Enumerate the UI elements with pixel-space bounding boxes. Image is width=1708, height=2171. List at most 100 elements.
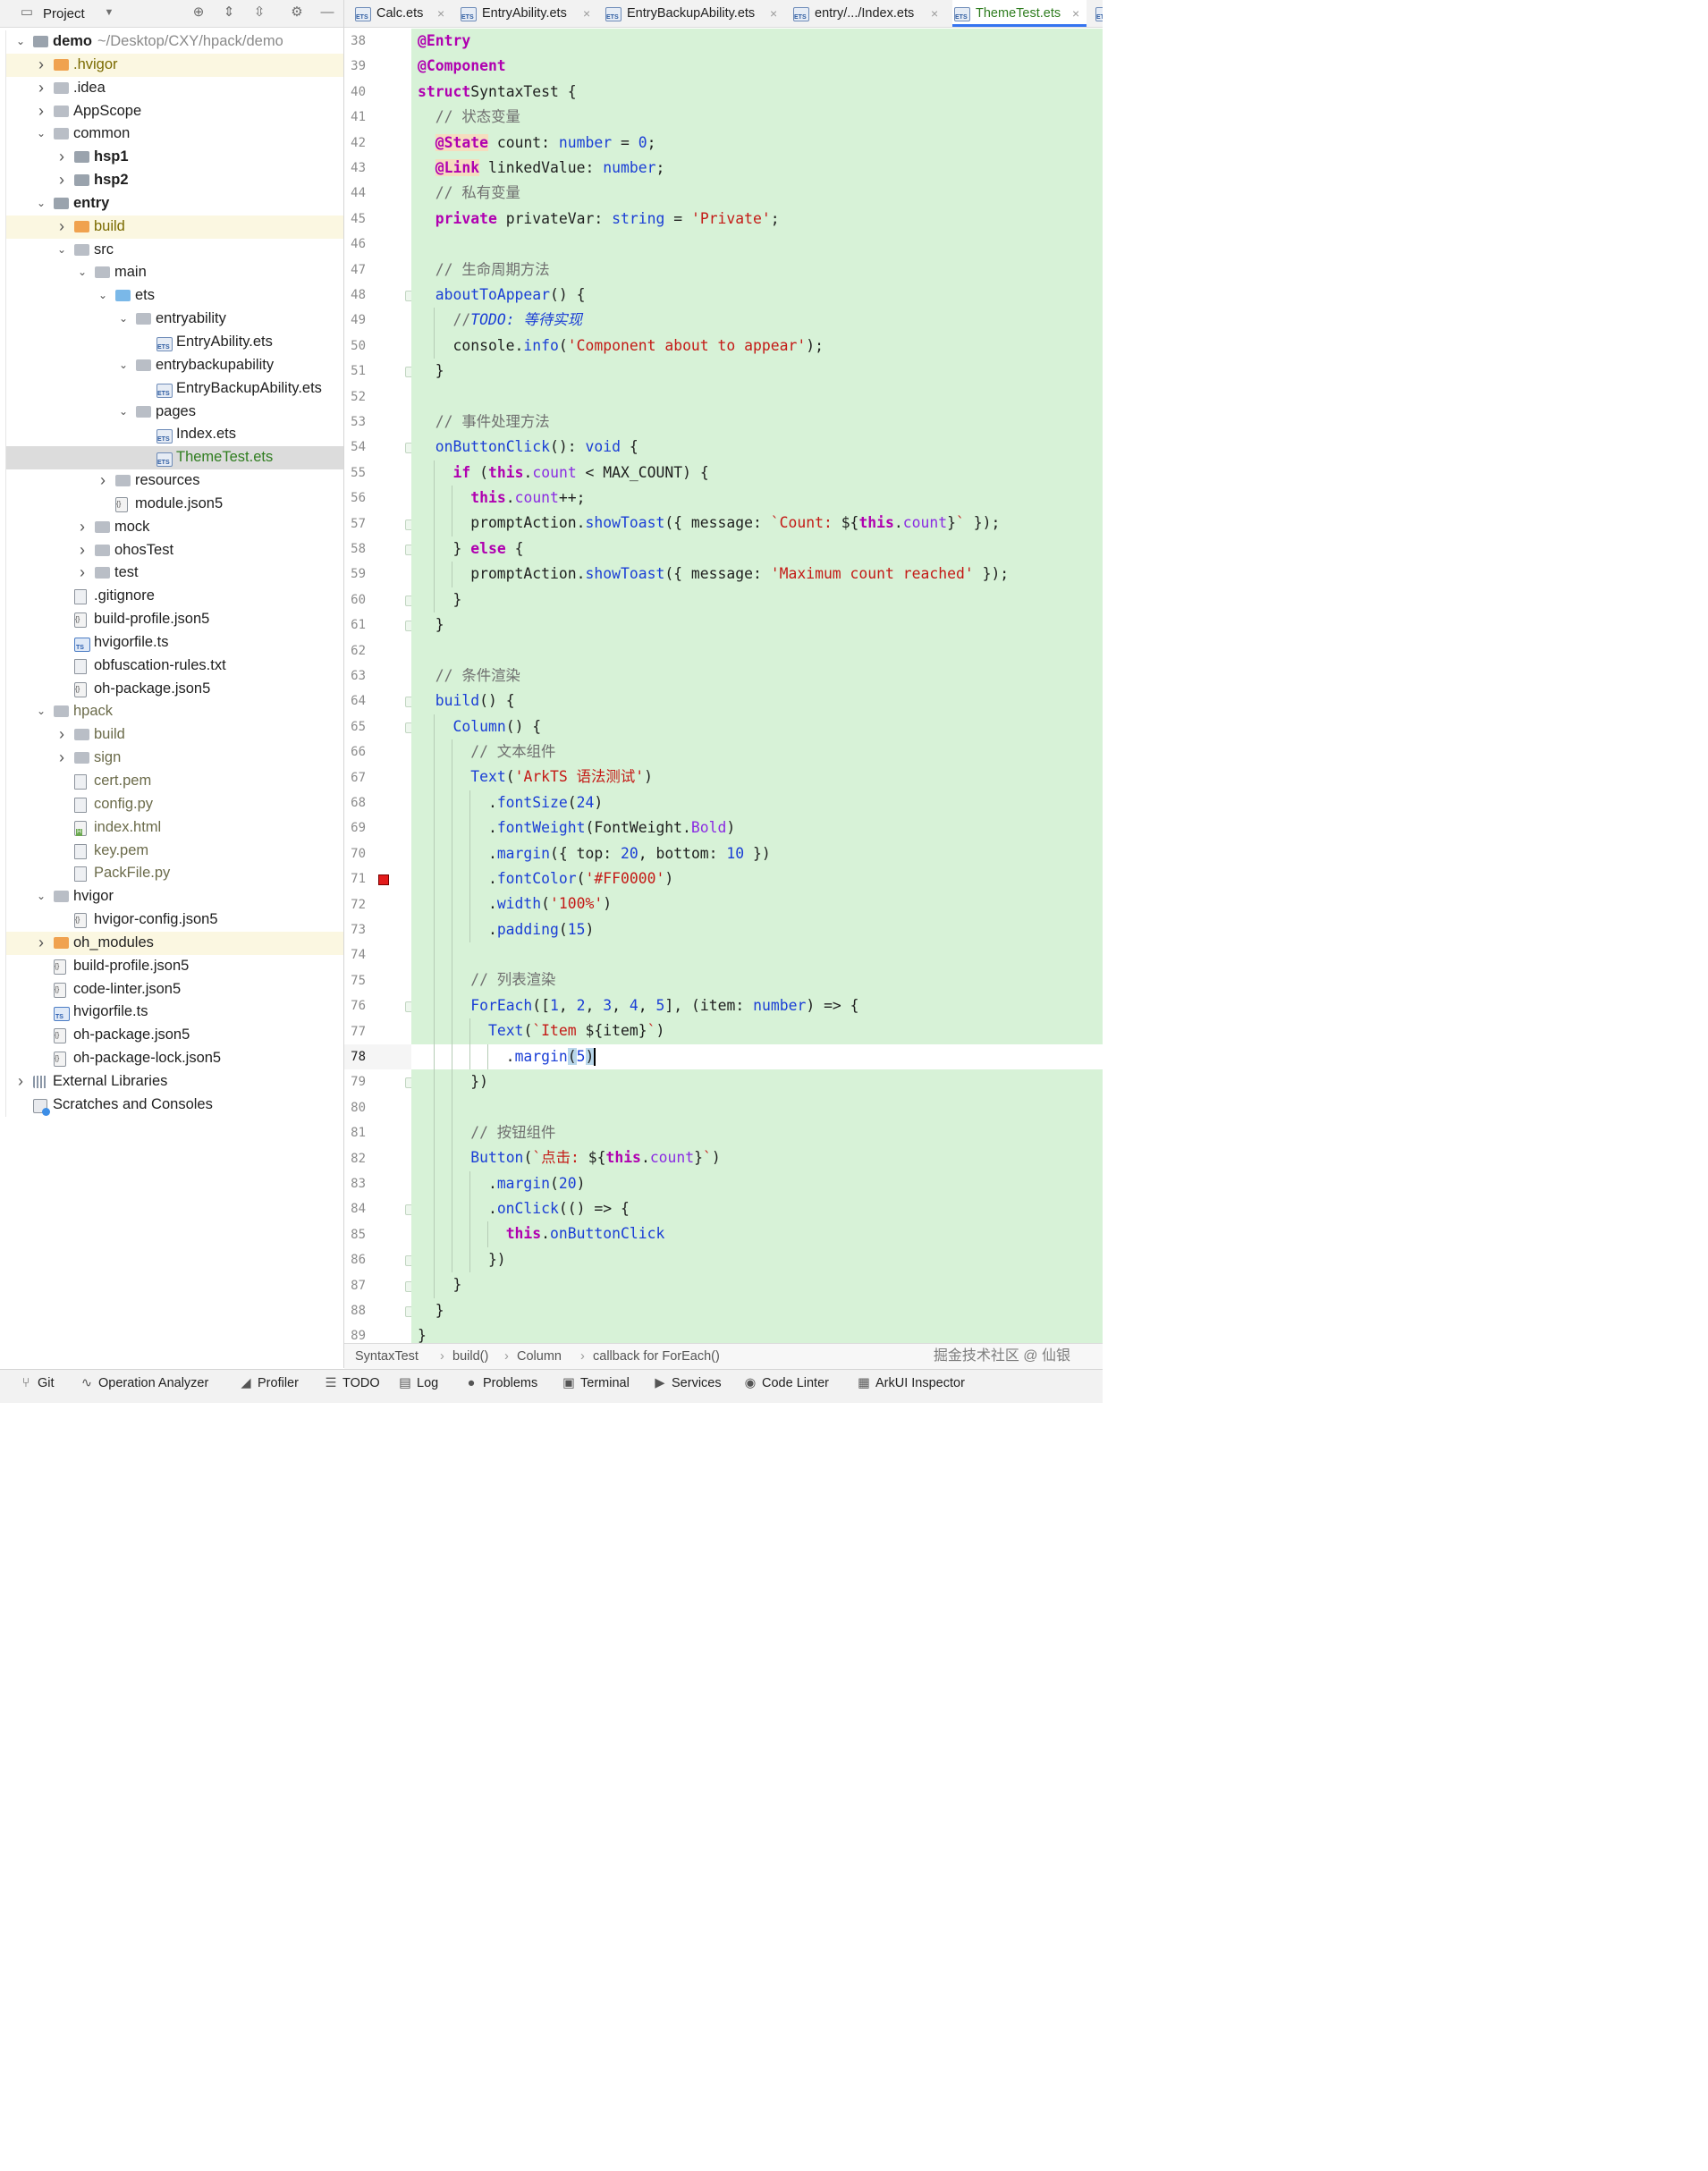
chevron-right-icon[interactable]: › — [59, 148, 64, 166]
code-line[interactable]: .padding(15) — [418, 917, 1103, 943]
tree-item[interactable]: ›sign — [6, 747, 343, 770]
tab-entryability-ets[interactable]: EntryAbility.ets× — [459, 0, 597, 27]
close-icon[interactable]: × — [437, 6, 445, 21]
tree-item[interactable]: ⌄entryability — [6, 308, 343, 331]
chevron-down-icon[interactable]: ⌄ — [77, 266, 88, 279]
tree-item[interactable]: oh-package.json5 — [6, 678, 343, 701]
tree-item[interactable]: ⌄pages — [6, 401, 343, 424]
chevron-down-icon[interactable]: ⌄ — [56, 242, 67, 256]
code-line[interactable]: @Link linkedValue: number; — [418, 156, 1103, 181]
code-line[interactable]: // 生命周期方法 — [418, 258, 1103, 283]
tree-item[interactable]: oh-package.json5 — [6, 1024, 343, 1047]
chevron-down-icon[interactable]: ⌄ — [36, 196, 47, 209]
tool-window-operation-analyzer[interactable]: ∿Operation Analyzer — [80, 1370, 208, 1397]
tree-item[interactable]: ⌄common — [6, 122, 343, 146]
code-line[interactable]: Text('ArkTS 语法测试') — [418, 764, 1103, 790]
code-line[interactable]: private privateVar: string = 'Private'; — [418, 207, 1103, 232]
tree-item[interactable]: ›External Libraries — [6, 1070, 343, 1094]
code-line[interactable]: promptAction.showToast({ message: `Count… — [418, 511, 1103, 536]
tree-item[interactable]: ⌄hvigor — [6, 885, 343, 908]
code-line[interactable]: onButtonClick(): void { — [418, 435, 1103, 460]
chevron-right-icon[interactable]: › — [59, 748, 64, 767]
code-line[interactable]: .margin(5) — [418, 1043, 1103, 1070]
code-line[interactable] — [418, 384, 1103, 409]
tree-item[interactable]: ⌄entrybackupability — [6, 354, 343, 377]
tree-item[interactable]: config.py — [6, 793, 343, 816]
code-line[interactable]: @Component — [418, 54, 1103, 79]
chevron-down-icon[interactable]: ⌄ — [118, 404, 129, 418]
tree-item[interactable]: PackFile.py — [6, 862, 343, 885]
chevron-down-icon[interactable]: ⌄ — [118, 358, 129, 371]
code-line[interactable]: // 文本组件 — [418, 739, 1103, 765]
chevron-right-icon[interactable]: › — [100, 471, 106, 490]
tool-window-profiler[interactable]: ◢Profiler — [240, 1370, 299, 1397]
tree-item[interactable]: ⌄ets — [6, 284, 343, 308]
close-icon[interactable]: × — [931, 6, 939, 21]
tree-item[interactable]: hvigorfile.ts — [6, 631, 343, 655]
code-line[interactable]: @Entry — [418, 29, 1103, 54]
chevron-down-icon[interactable]: ⌄ — [36, 127, 47, 140]
tree-item[interactable]: module.json5 — [6, 493, 343, 516]
expand-all-icon[interactable]: ⇕ — [223, 4, 235, 20]
tree-item[interactable]: ⌄src — [6, 239, 343, 262]
code-line[interactable]: promptAction.showToast({ message: 'Maxim… — [418, 562, 1103, 587]
chevron-right-icon[interactable]: › — [18, 1071, 23, 1090]
code-line[interactable] — [418, 232, 1103, 257]
tree-item[interactable]: ›mock — [6, 516, 343, 539]
tree-item[interactable]: obfuscation-rules.txt — [6, 655, 343, 678]
tree-item[interactable]: ThemeTest.ets — [6, 446, 343, 470]
project-view-icon[interactable]: ▭ — [20, 4, 34, 20]
tab-entrybackupability-ets[interactable]: EntryBackupAbility.ets× — [604, 0, 784, 27]
tree-item[interactable]: Index.ets — [6, 423, 343, 446]
tree-item[interactable]: cert.pem — [6, 770, 343, 793]
code-line[interactable]: // 按钮组件 — [418, 1119, 1103, 1146]
tree-item[interactable]: ⌄main — [6, 261, 343, 284]
tree-item[interactable]: Scratches and Consoles — [6, 1094, 343, 1117]
hide-panel-icon[interactable]: — — [320, 4, 334, 20]
code-line[interactable]: this.count++; — [418, 486, 1103, 511]
code-line[interactable]: //TODO: 等待实现 — [418, 308, 1103, 334]
breadcrumb-item[interactable]: callback for ForEach() — [593, 1349, 720, 1364]
tree-item[interactable]: hvigorfile.ts — [6, 1001, 343, 1024]
chevron-down-icon[interactable]: ⌄ — [118, 312, 129, 325]
code-line[interactable]: // 私有变量 — [418, 181, 1103, 206]
code-line[interactable]: console.info('Component about to appear'… — [418, 333, 1103, 359]
tool-window-git[interactable]: ⑂Git — [20, 1370, 55, 1397]
code-line[interactable]: } — [418, 1298, 1103, 1323]
chevron-down-icon[interactable]: ⌄ — [36, 890, 47, 903]
code-line[interactable] — [418, 942, 1103, 968]
tree-item[interactable]: ›hsp2 — [6, 169, 343, 192]
chevron-right-icon[interactable]: › — [59, 725, 64, 744]
tree-item[interactable]: build-profile.json5 — [6, 955, 343, 978]
code-line[interactable]: .width('100%') — [418, 891, 1103, 917]
breadcrumb-item[interactable]: build() — [452, 1349, 489, 1364]
code-line[interactable]: .margin(20) — [418, 1170, 1103, 1196]
tree-item[interactable]: oh-package-lock.json5 — [6, 1047, 343, 1070]
chevron-down-icon[interactable]: ⌄ — [15, 35, 26, 47]
code-line[interactable]: // 列表渲染 — [418, 967, 1103, 993]
collapse-all-icon[interactable]: ⇳ — [253, 4, 266, 20]
code-line[interactable]: build() { — [418, 688, 1103, 714]
close-icon[interactable]: × — [1072, 6, 1080, 21]
tab-calc-ets[interactable]: Calc.ets× — [353, 0, 452, 27]
code-line[interactable]: }) — [418, 1069, 1103, 1095]
tree-item[interactable]: EntryBackupAbility.ets — [6, 377, 343, 401]
code-line[interactable]: // 条件渲染 — [418, 663, 1103, 688]
code-line[interactable]: ForEach([1, 2, 3, 4, 5], (item: number) … — [418, 993, 1103, 1019]
tree-item[interactable]: hvigor-config.json5 — [6, 908, 343, 932]
tree-item[interactable]: ›.idea — [6, 77, 343, 100]
tree-item[interactable]: ›AppScope — [6, 100, 343, 123]
chevron-down-icon[interactable]: ⌄ — [97, 289, 108, 302]
tool-window-todo[interactable]: ☰TODO — [325, 1370, 380, 1397]
tree-item[interactable]: ⌄entry — [6, 192, 343, 215]
code-line[interactable]: .margin({ top: 20, bottom: 10 }) — [418, 841, 1103, 866]
gear-icon[interactable]: ⚙ — [291, 4, 303, 20]
breadcrumb-item[interactable]: Column — [517, 1349, 562, 1364]
tool-window-log[interactable]: ▤Log — [399, 1370, 438, 1397]
tree-item[interactable]: ›.hvigor — [6, 53, 343, 77]
close-icon[interactable]: × — [583, 6, 591, 21]
tree-item[interactable]: ›build — [6, 215, 343, 239]
chevron-down-icon[interactable]: ▼ — [104, 7, 114, 18]
chevron-right-icon[interactable]: › — [80, 540, 85, 559]
tool-window-terminal[interactable]: ▣Terminal — [562, 1370, 630, 1397]
